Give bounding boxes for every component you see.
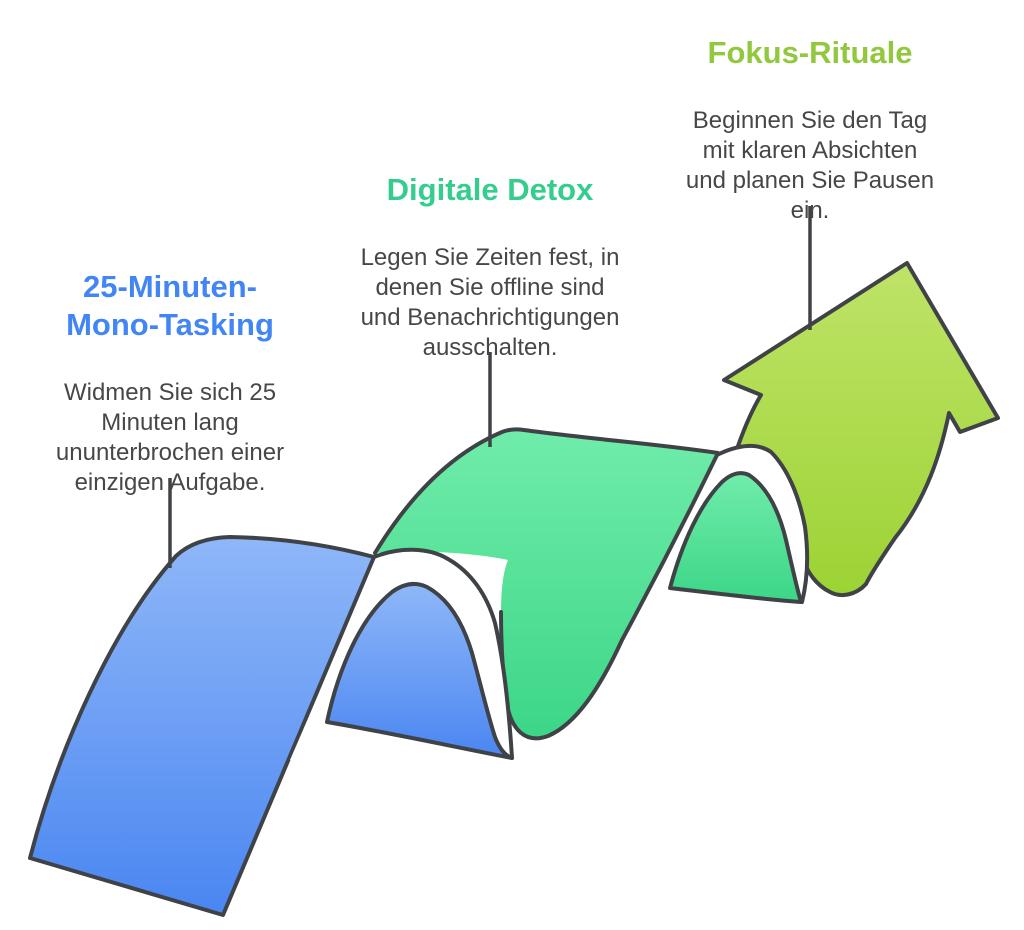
step-block-3: Fokus-Rituale Beginnen Sie den Tag mit k…: [660, 16, 960, 244]
step-1-description: Widmen Sie sich 25 Minuten lang ununterb…: [55, 379, 285, 496]
step-1-title: 25-Minuten- Mono-Tasking: [66, 269, 274, 342]
wave-segment-green-outline: [373, 427, 720, 741]
ribbon-fold-2-outline: [715, 444, 810, 604]
ribbon-fold-1-outline: [372, 547, 514, 760]
wave-segment-blue: [28, 535, 376, 917]
step-block-2: Digitale Detox Legen Sie Zeiten fest, in…: [330, 153, 650, 381]
step-2-description: Legen Sie Zeiten fest, in denen Sie offl…: [360, 244, 620, 361]
step-3-title: Fokus-Rituale: [707, 35, 913, 70]
wave-crest-blue: [325, 581, 514, 760]
step-3-description: Beginnen Sie den Tag mit klaren Absichte…: [685, 107, 935, 224]
wave-crest-green: [668, 471, 803, 604]
step-block-1: 25-Minuten- Mono-Tasking Widmen Sie sich…: [15, 250, 325, 516]
step-2-title: Digitale Detox: [386, 172, 594, 207]
wave-segment-green: [375, 429, 718, 739]
